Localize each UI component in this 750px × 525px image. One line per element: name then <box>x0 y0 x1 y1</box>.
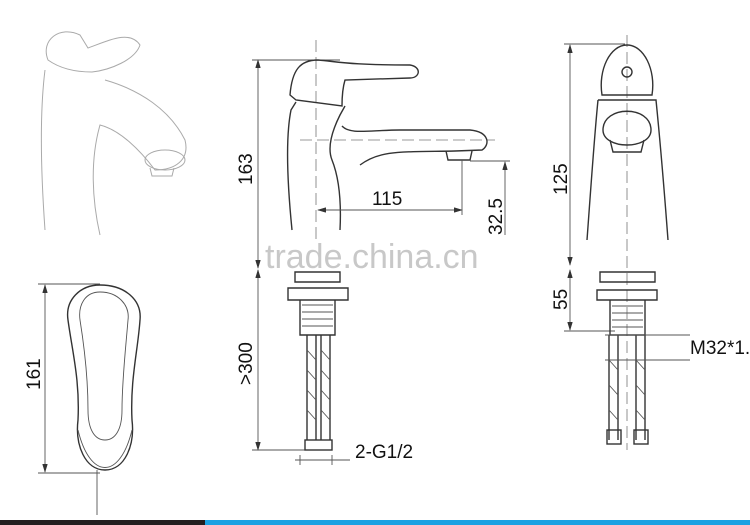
front-view: 125 55 M32*1.5 <box>551 35 750 450</box>
watermark: trade.china.cn <box>265 238 479 276</box>
footer-bar-blue <box>205 520 750 525</box>
dim-front-height: 125 <box>551 163 572 195</box>
handle-top-view: 161 <box>24 283 141 515</box>
side-view: 115 32.5 163 >300 2-G1/2 <box>236 40 510 465</box>
dim-hose-length: >300 <box>236 342 257 385</box>
dim-total-height: 163 <box>236 153 257 185</box>
perspective-view <box>40 31 187 236</box>
footer-bar-dark <box>0 520 205 525</box>
dim-thread: M32*1.5 <box>690 338 750 359</box>
dim-shank-length: 55 <box>551 289 572 310</box>
dim-connection: 2-G1/2 <box>355 442 413 463</box>
dim-spout-reach: 115 <box>372 189 402 210</box>
dim-handle-length: 161 <box>24 358 45 390</box>
dim-spout-height: 32.5 <box>486 198 507 235</box>
